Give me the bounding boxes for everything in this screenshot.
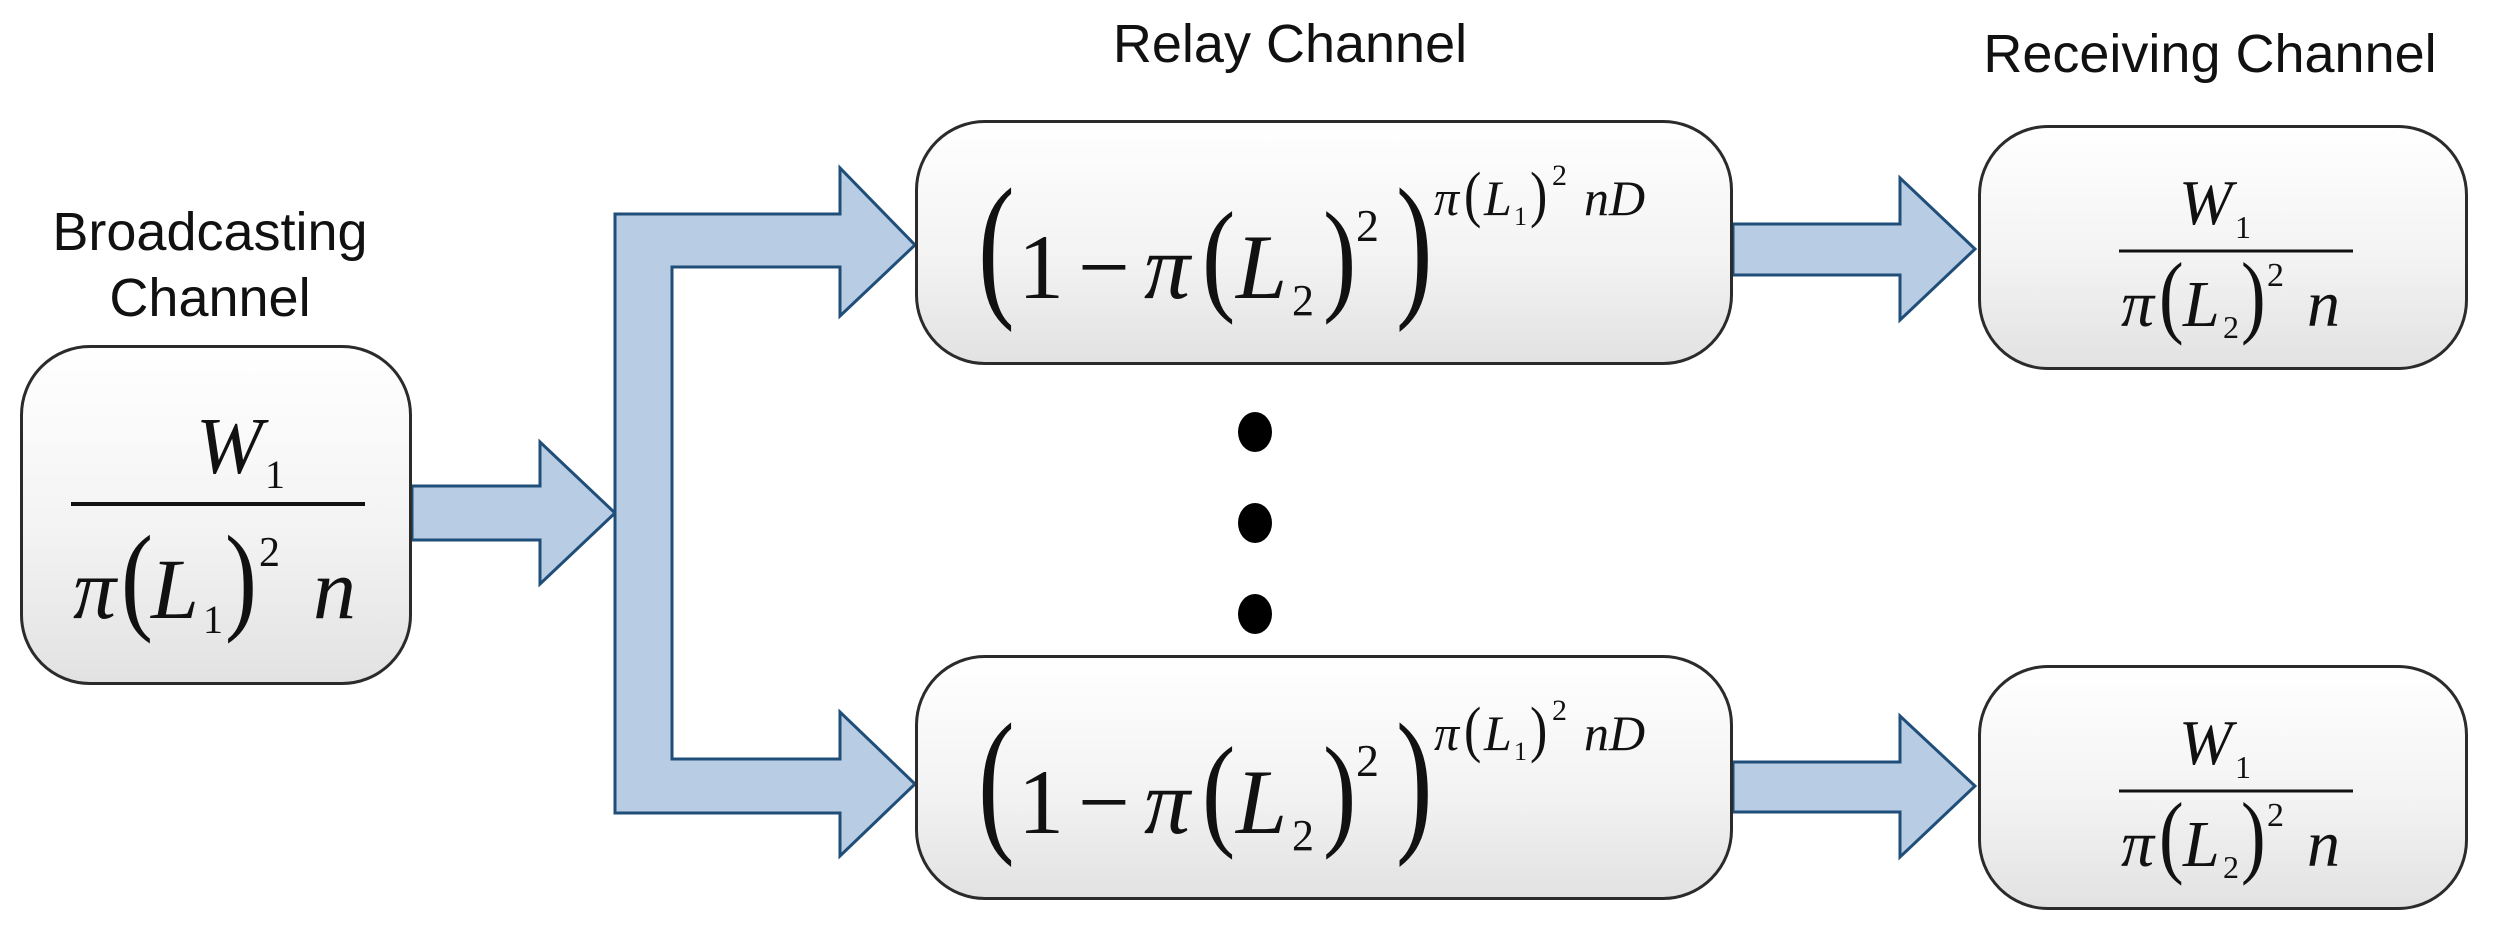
relay-channel-box-bottom: ( 1 − π ( L 2 ) 2 ) π ( L 1 ) 2 nD (915, 655, 1733, 900)
formula-one: 1 (1018, 216, 1064, 318)
paren-inner-right: ) (1323, 188, 1356, 326)
formula-numerator-var: W (2179, 167, 2238, 238)
formula-numerator-var: W (196, 403, 269, 491)
ellipsis-dot (1238, 412, 1272, 452)
formula-inner-exp: 2 (1356, 735, 1379, 786)
ellipsis-dot (1238, 503, 1272, 543)
formula-numerator-var: W (2179, 707, 2238, 778)
formula-denominator-exp: 2 (2267, 797, 2284, 834)
formula-denominator-exp: 2 (2267, 257, 2284, 294)
formula-numerator-sub: 1 (2235, 749, 2251, 785)
formula-inner-exp: 2 (1356, 200, 1379, 251)
formula-outer-exp-power: 2 (1552, 694, 1567, 727)
paren-inner-left: ( (1202, 188, 1235, 326)
formula-denominator-var: L (149, 541, 199, 637)
formula-denominator-n: n (2307, 808, 2340, 881)
paren-outer-left: ( (978, 156, 1015, 333)
receive-formula-bottom: W 1 π ( L 2 ) 2 n (2119, 707, 2353, 887)
formula-denominator-n: n (313, 541, 356, 637)
paren-inner-right: ) (1323, 723, 1356, 861)
formula-pi: π (1144, 216, 1193, 318)
paren-outer-right: ) (1396, 156, 1433, 333)
broadcasting-channel-title: Broadcasting Channel (52, 202, 368, 328)
paren-outer-right: ) (1396, 691, 1433, 868)
formula-outer-exp-var: L (1483, 170, 1512, 226)
formula-denominator-sub: 1 (203, 597, 223, 642)
formula-var: L (1234, 216, 1287, 318)
paren-outer-left: ( (978, 691, 1015, 868)
broadcasting-channel-box: W 1 π ( L 1 ) 2 n (20, 345, 412, 685)
receiving-channel-box-top: W 1 π ( L 2 ) 2 n (1978, 125, 2468, 370)
formula-denominator-var: L (2182, 808, 2220, 881)
formula-outer-exp-power: 2 (1552, 159, 1567, 192)
formula-outer-exp-pi: π (1434, 170, 1461, 226)
formula-denominator-pi: π (2121, 268, 2156, 341)
paren-inner-left: ( (1202, 723, 1235, 861)
formula-outer-exp-var: L (1483, 705, 1512, 761)
paren-right: ) (2241, 784, 2266, 887)
formula-pi: π (1144, 751, 1193, 853)
formula-outer-exp-sub: 1 (1514, 737, 1527, 766)
formula-outer-exp-tail: nD (1584, 705, 1645, 761)
formula-sub: 2 (1292, 276, 1314, 325)
formula-minus: − (1078, 216, 1130, 318)
relay-channel-box-top: ( 1 − π ( L 2 ) 2 ) π ( L 1 ) 2 nD (915, 120, 1733, 365)
formula-outer-exp-tail: nD (1584, 170, 1645, 226)
formula-sub: 2 (1292, 811, 1314, 860)
paren-exp-right: ) (1530, 161, 1547, 229)
arrow-splitter-to-relays (613, 164, 918, 860)
paren-right: ) (2241, 244, 2266, 347)
paren-left: ( (2159, 784, 2184, 887)
relay-formula-top: ( 1 − π ( L 2 ) 2 ) π ( L 1 ) 2 nD (978, 156, 1645, 333)
formula-numerator-sub: 1 (265, 452, 285, 497)
paren-exp-left: ( (1464, 696, 1481, 764)
paren-right: ) (225, 511, 257, 645)
receiving-channel-title: Receiving Channel (1983, 24, 2437, 84)
formula-one: 1 (1018, 751, 1064, 853)
ellipsis-dot (1238, 594, 1272, 634)
arrow-broadcast-to-splitter (410, 438, 618, 588)
vertical-ellipsis-icon (1238, 412, 1272, 634)
formula-numerator-sub: 1 (2235, 209, 2251, 245)
arrow-relay-top-to-receive-top (1731, 174, 1978, 324)
relay-formula-bottom: ( 1 − π ( L 2 ) 2 ) π ( L 1 ) 2 nD (978, 691, 1645, 868)
paren-exp-left: ( (1464, 161, 1481, 229)
formula-outer-exp-pi: π (1434, 705, 1461, 761)
paren-left: ( (2159, 244, 2184, 347)
formula-denominator-sub: 2 (2223, 309, 2239, 345)
formula-outer-exp-sub: 1 (1514, 202, 1527, 231)
receiving-channel-box-bottom: W 1 π ( L 2 ) 2 n (1978, 665, 2468, 910)
formula-denominator-pi: π (2121, 808, 2156, 881)
formula-denominator-exp: 2 (259, 530, 280, 576)
formula-denominator-pi: π (73, 541, 119, 637)
arrow-relay-bottom-to-receive-bottom (1731, 712, 1978, 861)
formula-var: L (1234, 751, 1287, 853)
formula-denominator-n: n (2307, 268, 2340, 341)
paren-exp-right: ) (1530, 696, 1547, 764)
receive-formula-top: W 1 π ( L 2 ) 2 n (2119, 167, 2353, 347)
relay-channel-title: Relay Channel (1112, 14, 1468, 74)
formula-denominator-var: L (2182, 268, 2220, 341)
paren-left: ( (121, 511, 153, 645)
formula-denominator-sub: 2 (2223, 849, 2239, 885)
formula-minus: − (1078, 751, 1130, 853)
broadcast-formula: W 1 π ( L 1 ) 2 n (71, 403, 365, 645)
